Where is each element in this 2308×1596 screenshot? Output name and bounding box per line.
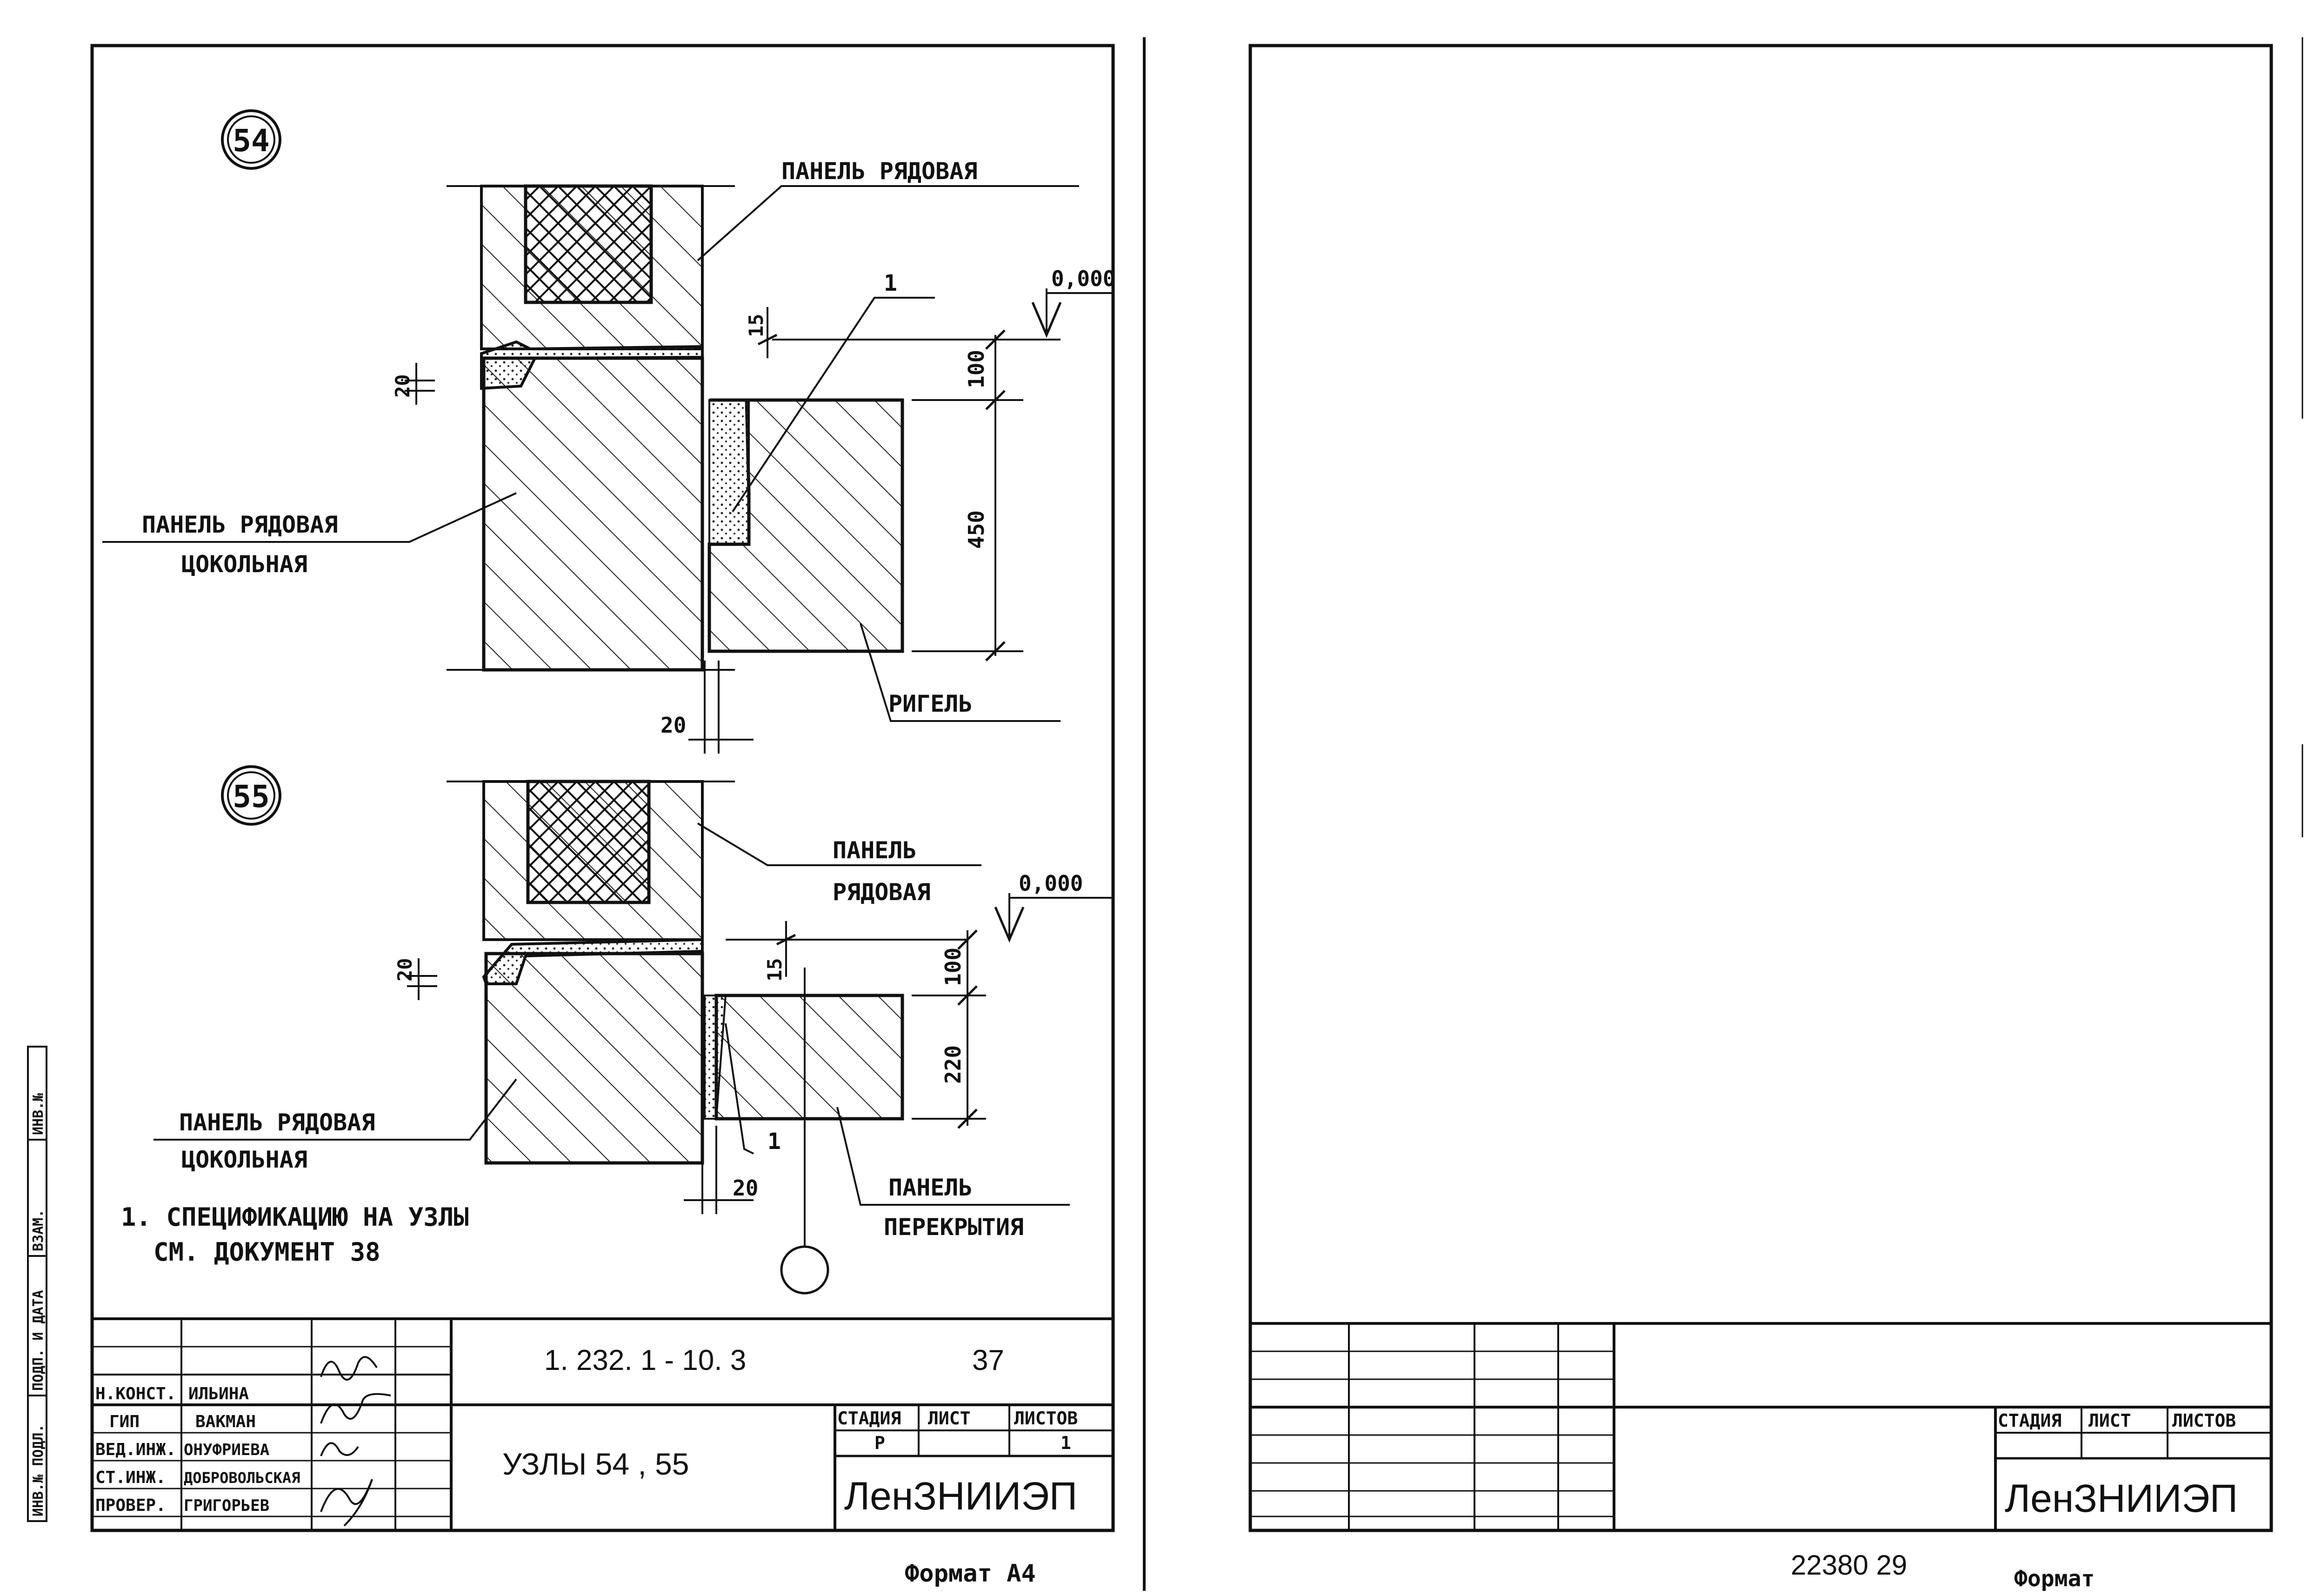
detail-55-number: 55 xyxy=(233,779,269,815)
right-title-block: СТАДИЯ ЛИСТ ЛИСТОВ ЛенЗНИИЭП xyxy=(1250,1322,2271,1530)
callout-lower-panel-55-l2: ЦОКОЛЬНАЯ xyxy=(181,1146,307,1173)
callout-slab-55-l1: ПАНЕЛЬ xyxy=(888,1174,973,1201)
detail-54: 54 100 450 15 xyxy=(102,109,1115,754)
side-stamp-vzam: ВЗАМ. xyxy=(30,1209,47,1251)
signature-1 xyxy=(320,1356,378,1381)
dim-15-54: 15 xyxy=(745,314,767,337)
left-sheet: ИНВ.№ ВЗАМ. ПОДП. И ДАТА ИНВ.№ ПОДЛ. 54 xyxy=(27,37,1146,1591)
dim-100-54: 100 xyxy=(964,350,989,388)
level-mark-54: 0,000 xyxy=(1051,266,1115,291)
insulation-55 xyxy=(526,780,651,904)
tb-name-5: ГРИГОРЬЕВ xyxy=(184,1496,269,1515)
rtb-stage-label: СТАДИЯ xyxy=(1998,1410,2061,1431)
callout-item-55: 1 xyxy=(767,1129,781,1155)
left-format: Формат А4 xyxy=(905,1560,1036,1588)
tb-role-1: Н.КОНСТ. xyxy=(95,1384,176,1403)
callout-top-panel-55-l2: РЯДОВАЯ xyxy=(833,879,931,906)
dim-20-gap-54: 20 xyxy=(660,713,686,738)
tb-sheets-label: ЛИСТОВ xyxy=(1014,1408,1078,1429)
side-stamp-podl: ИНВ.№ ПОДЛ. xyxy=(30,1424,47,1516)
tb-role-4: СТ.ИНЖ. xyxy=(95,1468,166,1487)
dim-20-gap-55: 20 xyxy=(733,1175,758,1201)
tb-name-4: ДОБРОВОЛЬСКАЯ xyxy=(184,1469,300,1487)
signature-4 xyxy=(320,1479,373,1527)
callout-slab-55-l2: ПЕРЕКРЫТИЯ xyxy=(884,1214,1024,1241)
note-line-2: СМ. ДОКУМЕНТ 38 xyxy=(153,1237,380,1267)
dim-15-55: 15 xyxy=(763,958,786,982)
detail-55: 55 100 220 15 0, xyxy=(153,765,1112,1295)
slab-55 xyxy=(714,994,904,1121)
detail-54-marker xyxy=(221,109,281,170)
level-mark-55: 0,000 xyxy=(1019,871,1083,896)
right-sheet: СТАДИЯ ЛИСТ ЛИСТОВ ЛенЗНИИЭП 22380 29 Фо… xyxy=(1248,37,2303,1592)
plinth-panel-55 xyxy=(484,952,704,1165)
right-sheet-frame xyxy=(1248,44,2273,1532)
callout-top-panel-55-l1: ПАНЕЛЬ xyxy=(833,837,917,864)
tb-name-2: ВАКМАН xyxy=(195,1412,256,1431)
dim-100-55: 100 xyxy=(941,948,966,986)
tb-sheet-label: ЛИСТ xyxy=(928,1408,971,1429)
left-sheet-frame xyxy=(90,44,1115,1532)
signature-2 xyxy=(320,1393,391,1424)
tb-organization: ЛенЗНИИЭП xyxy=(844,1474,1077,1518)
side-stamp-podp: ПОДП. И ДАТА xyxy=(30,1290,47,1391)
tb-stage-value: Р xyxy=(874,1433,885,1453)
tb-name-1: ИЛЬИНА xyxy=(188,1384,249,1403)
tb-doc-code: 1. 232. 1 - 10. 3 xyxy=(544,1344,746,1376)
dim-20-joint-54: 20 xyxy=(391,374,414,398)
side-stamp-inv: ИНВ.№ xyxy=(30,1093,47,1135)
right-format: Формат xyxy=(2014,1566,2095,1592)
callout-beam-54: РИГЕЛЬ xyxy=(888,690,973,717)
note-line-1: 1. СПЕЦИФИКАЦИЮ НА УЗЛЫ xyxy=(121,1202,469,1232)
detail-55-marker xyxy=(221,765,281,826)
callout-lower-panel-54-l1: ПАНЕЛЬ РЯДОВАЯ xyxy=(142,511,338,538)
tb-sheet-no: 37 xyxy=(972,1344,1004,1376)
dim-20-joint-55: 20 xyxy=(394,958,416,982)
callout-lower-panel-54-l2: ЦОКОЛЬНАЯ xyxy=(181,551,307,578)
archive-number: 22380 29 xyxy=(1791,1549,1907,1581)
signature-3 xyxy=(320,1442,359,1456)
callout-item-54: 1 xyxy=(884,270,897,296)
rtb-sheet-label: ЛИСТ xyxy=(2088,1410,2131,1431)
section-circle-55 xyxy=(780,1245,829,1295)
detail-54-number: 54 xyxy=(233,123,269,159)
tb-role-2: ГИП xyxy=(109,1412,140,1431)
rtb-organization: ЛенЗНИИЭП xyxy=(2005,1476,2238,1520)
dim-220-55: 220 xyxy=(941,1045,966,1084)
tb-role-3: ВЕД.ИНЖ. xyxy=(95,1440,176,1459)
tb-sheets-value: 1 xyxy=(1061,1433,1071,1453)
side-stamp: ИНВ.№ ВЗАМ. ПОДП. И ДАТА ИНВ.№ ПОДЛ. xyxy=(27,1046,47,1522)
tb-name-3: ОНУФРИЕВА xyxy=(184,1441,269,1459)
filler-55 xyxy=(704,995,727,1120)
insulation-54 xyxy=(524,184,653,304)
dim-450-54: 450 xyxy=(964,510,989,549)
callout-lower-panel-55-l1: ПАНЕЛЬ РЯДОВАЯ xyxy=(179,1109,375,1136)
plinth-panel-54 xyxy=(482,356,704,672)
tb-stage-label: СТАДИЯ xyxy=(837,1408,901,1429)
filler-54 xyxy=(708,399,750,545)
tb-sheet-title: УЗЛЫ 54 , 55 xyxy=(502,1447,689,1481)
callout-top-panel-54: ПАНЕЛЬ РЯДОВАЯ xyxy=(781,158,977,185)
rtb-sheets-label: ЛИСТОВ xyxy=(2172,1410,2236,1431)
tb-role-5: ПРОВЕР. xyxy=(95,1496,166,1515)
left-title-block: Н.КОНСТ. ГИП ВЕД.ИНЖ. СТ.ИНЖ. ПРОВЕР. ИЛ… xyxy=(92,1317,1113,1530)
